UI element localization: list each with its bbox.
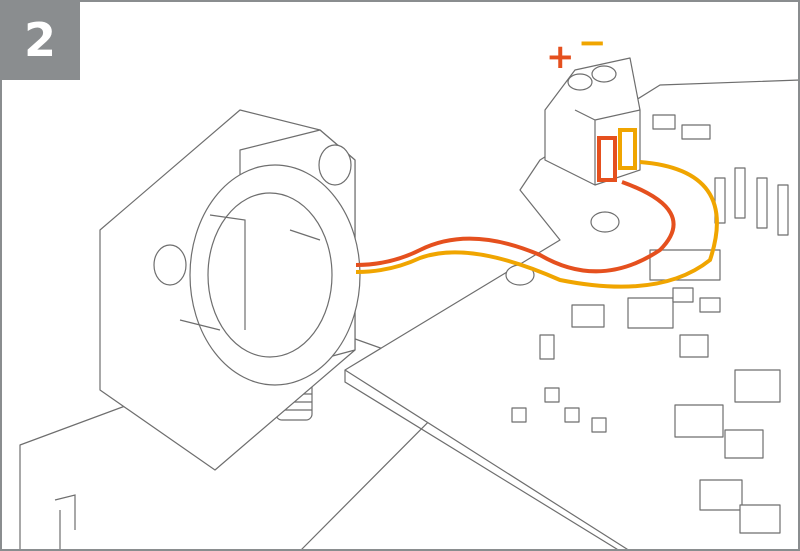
positive-wire: [355, 180, 676, 274]
step-badge: 2: [0, 0, 80, 80]
minus-symbol: −: [578, 23, 607, 63]
plus-symbol: +: [546, 37, 575, 77]
terminal-block-icon: [544, 57, 641, 186]
negative-wire: [355, 160, 719, 289]
fan-icon: [99, 109, 361, 471]
pin-headers: [714, 167, 789, 236]
